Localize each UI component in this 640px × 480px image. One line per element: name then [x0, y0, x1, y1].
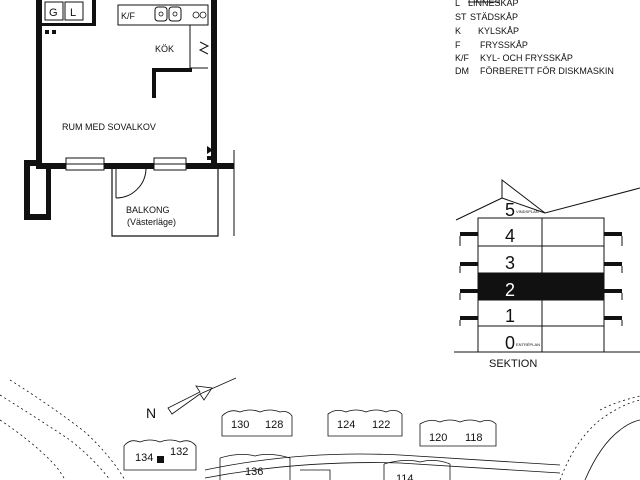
legend-text-dm: FÖRBERETT FÖR DISKMASKIN: [480, 66, 614, 76]
room-label: RUM MED SOVALKOV: [62, 122, 156, 132]
building-label-134: 134: [135, 452, 153, 464]
legend-code-l: L: [455, 0, 460, 8]
closet-g-label: G: [49, 7, 58, 19]
legend-code-dm: DM: [455, 66, 469, 76]
building-label-136: 136: [245, 466, 263, 478]
legend-code-k: K: [455, 26, 461, 36]
legend: L LINNESKÅP ST STÄDSKÅP K KYLSKÅP F FRYS…: [455, 0, 614, 76]
legend-text-l: LINNESKÅP: [468, 0, 519, 8]
legend-text-k: KYLSKÅP: [478, 26, 519, 36]
building-section: [454, 178, 640, 353]
kitchen-appliance-label: K/F: [121, 11, 136, 21]
building-label-132: 132: [170, 446, 188, 458]
balcony-orientation-label: (Västerläge): [127, 217, 176, 227]
legend-text-f: FRYSSKÅP: [480, 40, 528, 50]
building-label-122: 122: [372, 419, 390, 431]
legend-text-st: STÄDSKÅP: [470, 12, 518, 22]
site-plan: [0, 377, 640, 480]
legend-code-f: F: [455, 40, 461, 50]
kitchen-label: KÖK: [155, 44, 174, 54]
building-label-128: 128: [265, 419, 283, 431]
legend-text-kf: KYL- OCH FRYSSKÅP: [480, 53, 573, 63]
floor-5-number: 5: [505, 200, 515, 220]
floor-plan: [24, 0, 235, 237]
legend-code-st: ST: [455, 12, 467, 22]
building-label-130: 130: [231, 419, 249, 431]
floor-1-number: 1: [505, 306, 515, 326]
building-label-114: 114: [396, 473, 414, 480]
north-label: N: [146, 405, 156, 421]
floor-5-suffix: VINDSPLAN: [516, 209, 539, 214]
legend-code-kf: K/F: [455, 53, 470, 63]
floor-3-number: 3: [505, 253, 515, 273]
floor-4-number: 4: [505, 226, 515, 246]
section-title: SEKTION: [489, 358, 537, 370]
balcony-label: BALKONG: [126, 205, 170, 215]
floor-0-number: 0: [505, 333, 515, 353]
building-label-124: 124: [337, 419, 355, 431]
building-label-120: 120: [429, 432, 447, 444]
closet-l-label: L: [70, 7, 76, 19]
floor-0-suffix: ENTRÉPLAN: [516, 342, 540, 347]
floor-2-number: 2: [505, 280, 515, 300]
building-label-118: 118: [465, 432, 483, 444]
